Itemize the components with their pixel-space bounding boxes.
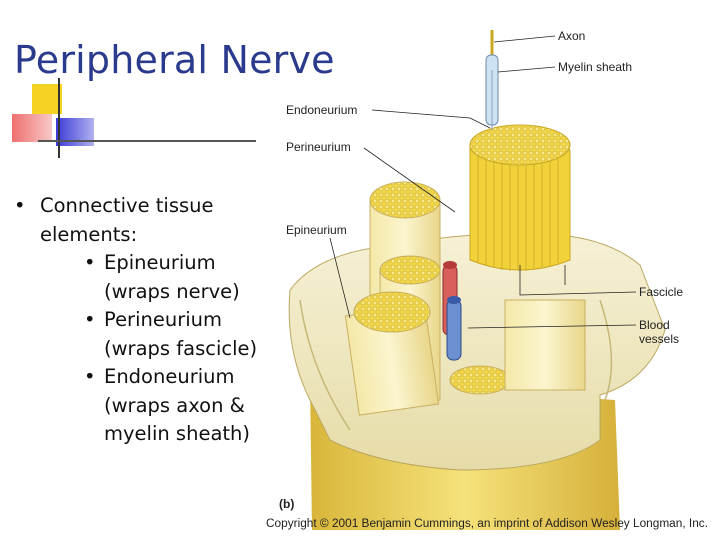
- bullet-perineurium: Perineurium (wraps fascicle): [40, 306, 270, 363]
- fascicle-right: [504, 299, 586, 391]
- leader-epineurium: [329, 237, 351, 319]
- deco-red-square: [12, 114, 52, 142]
- blood-vessel-blue: [446, 296, 462, 361]
- bullet-list: Connective tissue elements: Epineurium (…: [10, 192, 270, 449]
- axon-myelin: [485, 30, 499, 130]
- label-panel: (b): [279, 497, 294, 511]
- fascicle-front: [344, 291, 440, 416]
- bullet-connective-tissue: Connective tissue elements: Epineurium (…: [10, 192, 270, 449]
- label-endoneurium: Endoneurium: [286, 103, 357, 117]
- bullet-epineurium: Epineurium (wraps nerve): [40, 249, 270, 306]
- deco-yellow-square: [32, 84, 62, 114]
- copyright-text: Copyright © 2001 Benjamin Cummings, an i…: [266, 518, 708, 530]
- fascicle-bottom: [449, 365, 511, 395]
- sheath-fold-left: [299, 299, 351, 431]
- leader-myelin: [497, 66, 556, 73]
- bullet-endoneurium: Endoneurium (wraps axon & myelin sheath): [40, 363, 270, 449]
- label-perineurium: Perineurium: [286, 140, 351, 154]
- page-title: Peripheral Nerve: [14, 38, 335, 82]
- bullet-heading: Connective tissue elements:: [40, 194, 214, 246]
- label-epineurium: Epineurium: [286, 223, 347, 237]
- label-axon: Axon: [558, 29, 585, 43]
- leader-axon: [493, 35, 556, 43]
- sheath-fold-right: [599, 299, 613, 401]
- leader-endoneurium: [371, 109, 491, 129]
- deco-horizontal-line: [38, 140, 256, 142]
- label-blood-vessels-line1: Blood: [639, 318, 670, 332]
- deco-vertical-line: [58, 78, 60, 158]
- label-blood-vessels-line2: vessels: [639, 332, 679, 346]
- label-fascicle: Fascicle: [639, 285, 683, 299]
- leader-blood-vessels: [467, 324, 637, 329]
- fascicle-main: [469, 124, 571, 271]
- label-myelin-sheath: Myelin sheath: [558, 60, 632, 74]
- leader-perineurium: [363, 147, 456, 213]
- leader-fascicle: [519, 265, 637, 296]
